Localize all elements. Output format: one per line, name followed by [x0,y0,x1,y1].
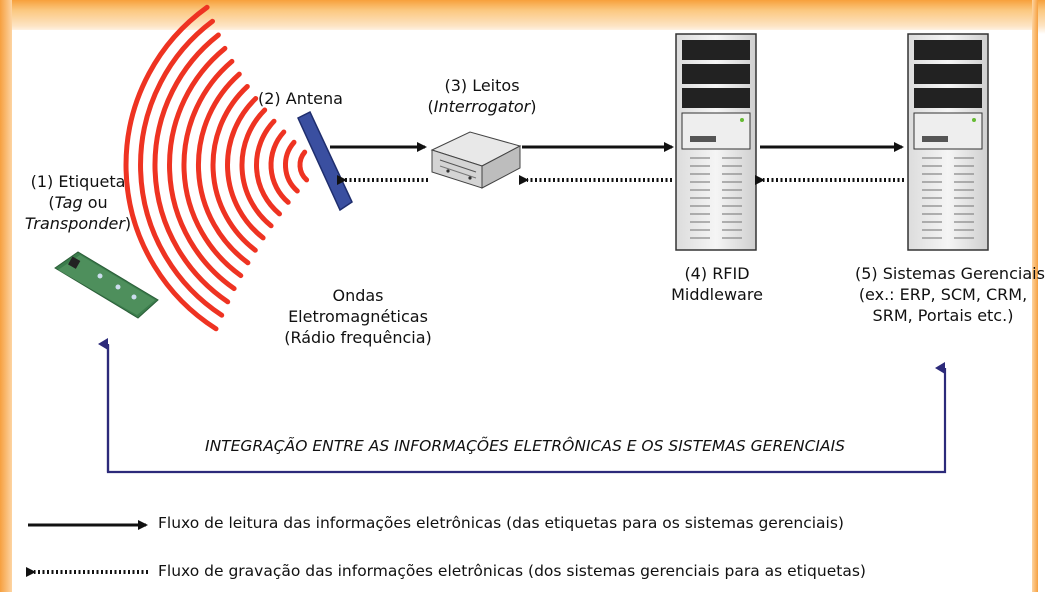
frame-right [1032,0,1038,592]
radio-wave-arc [283,139,300,194]
middleware-label-line2: Middleware [671,285,763,304]
tag-label-open-paren: ( [48,193,55,212]
systems-label-line3: SRM, Portais etc.) [872,306,1014,325]
tag-label-or: ou [82,193,108,212]
middleware-label-line1: (4) RFID [684,264,750,283]
reader-label-line1: (3) Leitos [444,76,520,95]
systems-label: (5) Sistemas Gerenciais (ex.: ERP, SCM, … [855,263,1045,326]
antenna-label: (2) Antena [258,89,343,108]
radio-wave-arc [152,32,231,305]
radio-wave-arc [225,96,266,241]
frame-left [0,0,12,592]
rfid-tag-icon [54,251,159,319]
tag-label-close-paren: ) [124,214,132,233]
reader-label: (3) Leitos (Interrogator) [412,75,552,117]
server-tower-icon [675,33,757,251]
integration-loop [98,338,947,474]
waves-label-line3: (Rádio frequência) [284,328,432,347]
radio-wave-arc [196,71,251,266]
middleware-label: (4) RFID Middleware [658,263,776,305]
server-tower-icon [907,33,989,251]
tag-label: (1) Etiqueta (Tag ou Transponder) [18,171,138,234]
diagram-panel [12,30,1032,592]
reader-label-interrogator: Interrogator [433,97,531,116]
radio-wave-arc [167,45,237,292]
tag-label-line2: (Tag ou [18,192,138,213]
radio-wave-arc [254,118,282,217]
tag-label-line3: Transponder) [18,213,138,234]
radio-wave-arc [268,129,291,205]
radio-wave-arc [210,84,258,253]
radio-wave-arc [239,107,274,229]
systems-label-line1: (5) Sistemas Gerenciais [855,264,1045,283]
reader-label-line2: (Interrogator) [427,97,537,116]
waves-label: Ondas Eletromagnéticas (Rádio frequência… [278,285,438,348]
legend-symbols [26,520,148,577]
systems-label-line2: (ex.: ERP, SCM, CRM, [858,285,1028,304]
tag-label-line1: (1) Etiqueta [30,172,126,191]
legend-write-flow: Fluxo de gravação das informações eletrô… [158,562,866,580]
tag-label-transponder: Transponder [24,214,125,233]
waves-label-line1: Ondas [332,286,384,305]
legend-read-flow: Fluxo de leitura das informações eletrôn… [158,514,844,532]
radio-waves [123,4,310,332]
radio-wave-arc [138,18,225,318]
reader-device-icon [430,131,522,189]
tag-label-tag: Tag [54,193,83,212]
radio-wave-arc [297,149,310,183]
integration-caption: INTEGRAÇÃO ENTRE AS INFORMAÇÕES ELETRÔNI… [205,437,846,455]
antenna-panel-icon [297,110,353,212]
radio-wave-arc [123,4,219,332]
radio-wave-arc [181,58,244,279]
waves-label-line2: Eletromagnéticas [288,307,428,326]
